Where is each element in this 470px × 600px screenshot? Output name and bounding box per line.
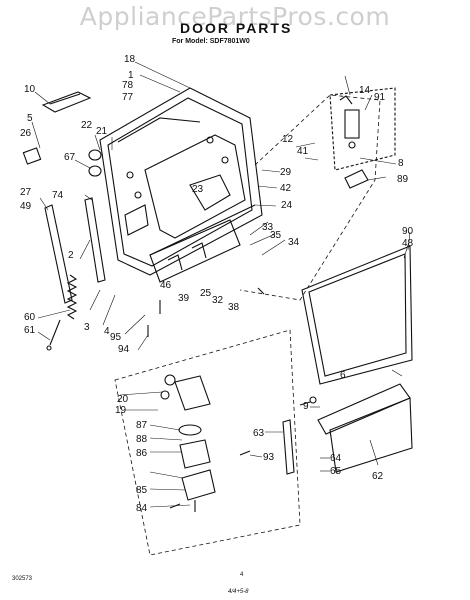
callout-24: 24 (281, 200, 293, 211)
callout-19: 19 (115, 405, 127, 416)
callout-4: 4 (104, 326, 110, 337)
callout-41: 41 (297, 146, 309, 157)
callout-35: 35 (270, 230, 282, 241)
callout-65: 65 (330, 466, 342, 477)
outer-door-panel (301, 245, 413, 385)
callout-27: 27 (20, 187, 32, 198)
callout-32: 32 (212, 295, 224, 306)
callout-48: 48 (402, 238, 414, 249)
callout-23: 23 (192, 184, 204, 195)
footer-bottom-note: 4/4+5-8 (228, 589, 249, 595)
door-spring-part (66, 274, 78, 320)
callout-22: 22 (81, 120, 93, 131)
callout-34: 34 (288, 237, 300, 248)
callout-90: 90 (402, 226, 414, 237)
callout-6: 6 (340, 370, 346, 381)
latch-switch-stack (160, 374, 216, 512)
callout-84: 84 (136, 503, 148, 514)
callout-64: 64 (330, 453, 342, 464)
callout-20: 20 (117, 394, 129, 405)
roller-part (88, 149, 102, 177)
callout-25: 25 (200, 288, 212, 299)
callout-42: 42 (280, 183, 292, 194)
diagram-subtitle: For Model: SDF7801W0 (172, 38, 250, 45)
callout-33: 33 (262, 222, 274, 233)
callout-95: 95 (110, 332, 122, 343)
callout-87: 87 (136, 420, 148, 431)
callout-18: 18 (124, 54, 136, 65)
callout-67: 67 (64, 152, 76, 163)
callout-9: 9 (303, 401, 309, 412)
callout-21: 21 (96, 126, 108, 137)
callout-85: 85 (136, 485, 148, 496)
callout-39: 39 (178, 293, 190, 304)
callout-1: 1 (128, 70, 134, 81)
footer-page-number: 4 (240, 572, 244, 578)
callout-2: 2 (68, 250, 74, 261)
callout-26: 26 (20, 128, 32, 139)
callout-3: 3 (84, 322, 90, 333)
callout-78: 78 (122, 80, 134, 91)
component-outline (114, 94, 381, 556)
door-rail-part (84, 197, 106, 283)
callout-88: 88 (136, 434, 148, 445)
latch-assembly-part (329, 87, 396, 171)
callout-29: 29 (280, 167, 292, 178)
front-panel-part (317, 383, 413, 473)
footer-left-code: 302573 (12, 576, 33, 582)
callout-63: 63 (253, 428, 265, 439)
side-strip-part (44, 204, 73, 304)
callout-62: 62 (372, 471, 384, 482)
callout-86: 86 (136, 448, 148, 459)
callout-94: 94 (118, 344, 130, 355)
callout-91: 91 (374, 92, 386, 103)
callout-46: 46 (160, 280, 172, 291)
callout-61: 61 (24, 325, 36, 336)
clip-part (22, 147, 42, 165)
callout-93: 93 (263, 452, 275, 463)
watermark: AppliancePartsPros.com (79, 2, 391, 31)
callout-12: 12 (282, 134, 294, 145)
screw-part (147, 287, 317, 509)
callout-38: 38 (228, 302, 240, 313)
latch-strike-part (344, 169, 369, 189)
callout-10: 10 (24, 84, 36, 95)
callout-8: 8 (398, 158, 404, 169)
switch-bracket-part (149, 219, 241, 283)
callout-77: 77 (122, 92, 134, 103)
callout-74: 74 (52, 190, 64, 201)
callout-60: 60 (24, 312, 36, 323)
callout-5: 5 (27, 113, 33, 124)
trim-strip-part (282, 419, 295, 475)
cable-part (46, 319, 61, 351)
callout-49: 49 (20, 201, 32, 212)
diagram-title: DOOR PARTS (180, 20, 293, 36)
hinge-bracket-part (41, 91, 92, 113)
inner-door-panel (99, 87, 263, 276)
callout-89: 89 (397, 174, 409, 185)
leader-lines (31, 61, 411, 508)
callout-14: 14 (359, 85, 371, 96)
